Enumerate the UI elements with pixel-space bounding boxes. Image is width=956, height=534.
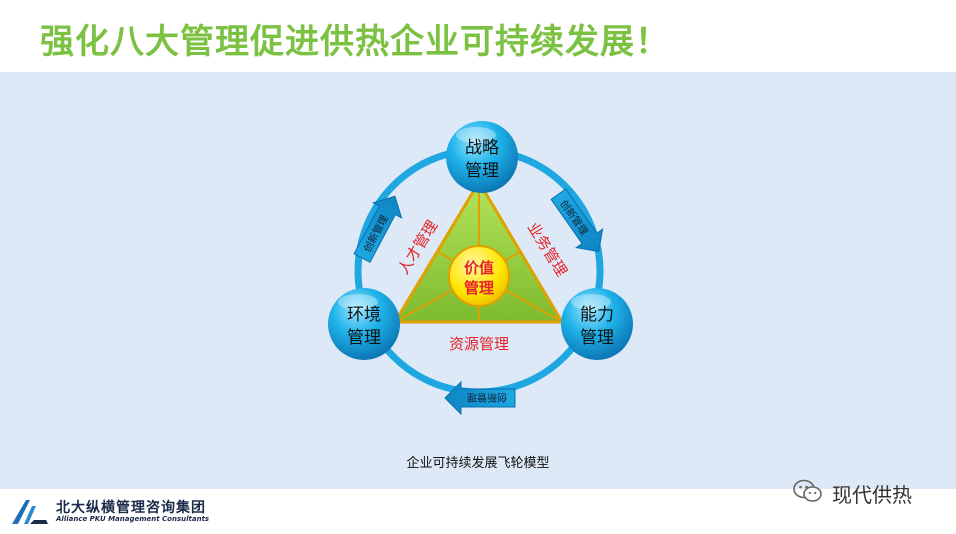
strategy-label-line2: 管理 bbox=[465, 161, 499, 181]
capability-label-line1: 能力 bbox=[580, 305, 614, 325]
strategy-label-line1: 战略 bbox=[465, 138, 499, 158]
company-name-cn: 北大纵横管理咨询集团 bbox=[56, 500, 206, 516]
environment-label-line2: 管理 bbox=[347, 328, 381, 348]
page-title: 强化八大管理促进供热企业可持续发展！ bbox=[40, 22, 670, 62]
value-management-node: 价值 管理 bbox=[448, 245, 510, 307]
center-label-line1: 价值 bbox=[464, 259, 494, 277]
wechat-account-label: 现代供热 bbox=[832, 483, 912, 507]
arrow-innovation-bottom: 创新管理 bbox=[444, 380, 516, 416]
footer-bar bbox=[0, 489, 956, 534]
arrow-label-bottom: 创新管理 bbox=[467, 391, 507, 404]
company-name-en: Alliance PKU Management Consultants bbox=[56, 515, 210, 523]
center-label-line2: 管理 bbox=[464, 279, 494, 297]
capability-label-line2: 管理 bbox=[580, 328, 614, 348]
capability-management-node: 能力 管理 bbox=[561, 288, 633, 360]
diagram-caption: 企业可持续发展飞轮模型 bbox=[406, 456, 550, 471]
strategy-management-node: 战略 管理 bbox=[446, 121, 518, 193]
pku-alliance-logo-icon bbox=[12, 500, 48, 524]
environment-label-line1: 环境 bbox=[347, 305, 381, 325]
wechat-icon bbox=[793, 479, 822, 502]
edge-label-resources: 资源管理 bbox=[449, 335, 509, 353]
environment-management-node: 环境 管理 bbox=[328, 288, 400, 360]
